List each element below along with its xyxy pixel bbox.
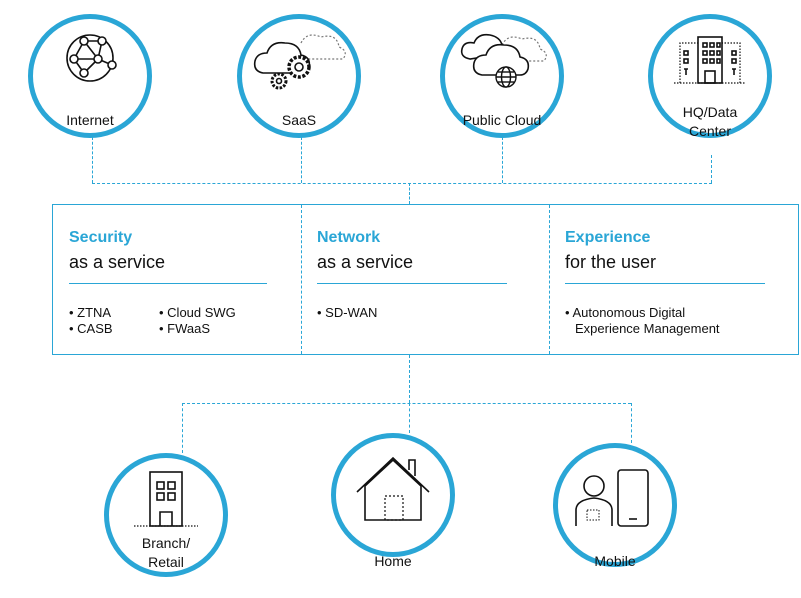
node-branch-label-line1: Branch/ [141,535,191,551]
node-hq-label-line1: HQ/Data [682,104,738,120]
security-bullet-fwaas: • FWaaS [159,321,211,336]
connector-hq [711,155,712,183]
connector-public-cloud [502,137,503,183]
security-column: Security as a service • ZTNA • CASB • Cl… [53,205,301,354]
connector-bottom-bus [182,403,631,404]
services-panel: Security as a service • ZTNA • CASB • Cl… [52,204,799,355]
node-branch-retail: Branch/ Retail [104,453,228,577]
node-home: Home [331,433,455,569]
connector-top-drop [409,183,410,204]
security-bullet-casb: • CASB [69,321,113,336]
cloud-gears-icon [253,34,346,90]
branch-building-icon [134,471,198,527]
connector-home [409,403,410,433]
connector-mobile [631,403,632,443]
connector-saas [301,137,302,183]
security-bullet-ztna: • ZTNA [69,305,112,320]
node-branch-label-line2: Retail [148,554,184,570]
experience-title: Experience [565,229,651,246]
experience-bullet-line2: Experience Management [575,321,720,336]
experience-bullet-line1: • Autonomous Digital [565,305,686,320]
node-home-label: Home [374,553,412,569]
experience-column: Experience for the user • Autonomous Dig… [549,205,799,354]
cloud-globe-icon [460,33,547,88]
connector-internet [92,137,93,183]
node-hq-label-line2: Center [688,123,732,139]
network-subtitle: as a service [317,252,414,272]
network-rule [317,283,507,284]
user-phone-icon [575,469,649,527]
house-icon [356,456,430,521]
network-bullet-sdwan: • SD-WAN [317,305,378,320]
experience-subtitle: for the user [565,252,657,272]
node-saas: SaaS [237,14,361,138]
column-divider-2 [549,205,550,354]
node-internet-label: Internet [66,112,114,128]
security-title: Security [69,229,133,246]
connector-branch [182,403,183,453]
node-public-cloud: Public Cloud [440,14,564,138]
node-mobile: Mobile [553,443,677,569]
node-mobile-label: Mobile [594,553,636,569]
experience-rule [565,283,765,284]
node-hq-data-center: HQ/Data Center [648,14,772,139]
network-column: Network as a service • SD-WAN [301,205,549,354]
security-bullet-cloud-swg: • Cloud SWG [159,305,236,320]
connector-bottom-drop [409,355,410,403]
column-divider-1 [301,205,302,354]
network-globe-icon [66,34,117,82]
node-internet: Internet [28,14,152,138]
node-saas-label: SaaS [281,112,317,128]
node-public-cloud-label: Public Cloud [462,112,542,128]
network-title: Network [317,229,381,246]
security-subtitle: as a service [69,252,166,272]
office-building-icon [674,36,746,84]
security-rule [69,283,267,284]
connector-top-bus [92,183,712,184]
